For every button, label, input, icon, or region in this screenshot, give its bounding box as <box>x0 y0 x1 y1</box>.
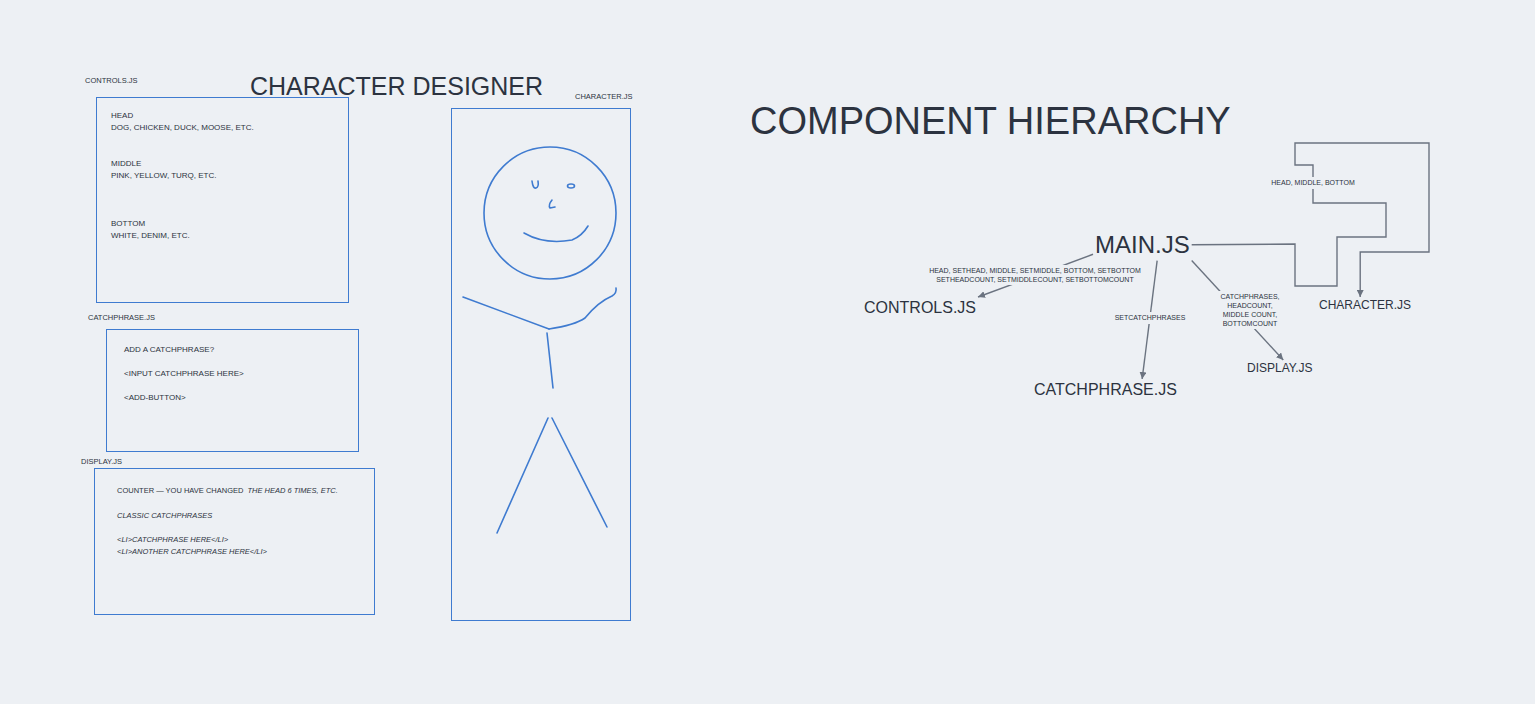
file-label: CHARACTER.JS <box>575 92 633 101</box>
panel-text: <LI>CATCHPHRASE HERE</LI> <box>117 535 228 544</box>
node-label: MAIN.JS <box>1095 231 1190 259</box>
figure-leg <box>552 418 607 527</box>
component-node: CATCHPHRASE.JS <box>1032 379 1179 401</box>
panel-text: DOG, CHICKEN, DUCK, MOOSE, ETC. <box>111 123 254 133</box>
figure-arm <box>549 288 616 329</box>
component-panel: CATCHPHRASE.JSADD A CATCHPHRASE?<INPUT C… <box>106 329 359 452</box>
figure-head <box>484 147 616 279</box>
figure-leg <box>497 418 548 533</box>
panel-text: WHITE, DENIM, ETC. <box>111 231 190 241</box>
panel-text: BOTTOM <box>111 219 145 229</box>
panel-text: CLASSIC CATCHPHRASES <box>117 511 212 520</box>
component-panel: CONTROLS.JSHEADDOG, CHICKEN, DUCK, MOOSE… <box>96 97 349 303</box>
file-label: CONTROLS.JS <box>85 76 138 85</box>
figure-smile <box>524 226 588 241</box>
panel-text: <INPUT CATCHPHRASE HERE> <box>124 369 244 379</box>
panel-text: <ADD-BUTTON> <box>124 393 186 403</box>
component-node: CHARACTER.JS <box>1317 297 1413 315</box>
panel-text: THE HEAD 6 TIMES, ETC. <box>247 486 337 495</box>
component-node: DISPLAY.JS <box>1245 360 1315 378</box>
component-node: MAIN.JS <box>1093 229 1192 261</box>
figure-nose <box>549 200 555 208</box>
panel-text: PINK, YELLOW, TURQ, ETC. <box>111 171 217 181</box>
node-label: CHARACTER.JS <box>1319 299 1411 313</box>
prop-arrow <box>1192 143 1429 297</box>
figure-body <box>547 333 553 388</box>
node-label: DISPLAY.JS <box>1247 362 1313 376</box>
edge-label: CATCHPHRASES, HEADCOUNT, MIDDLE COUNT, B… <box>1215 291 1285 329</box>
edge-label: HEAD, SETHEAD, MIDDLE, SETMIDDLE, BOTTOM… <box>919 265 1151 285</box>
component-panel: DISPLAY.JSCOUNTER — YOU HAVE CHANGEDTHE … <box>94 468 375 615</box>
figure-arm <box>463 297 549 329</box>
panel-text: COUNTER — YOU HAVE CHANGED <box>117 486 243 495</box>
node-label: CONTROLS.JS <box>864 299 976 317</box>
stick-figure <box>463 147 616 533</box>
edge-label: HEAD, MIDDLE, BOTTOM <box>1268 177 1358 188</box>
panel-text: HEAD <box>111 111 133 121</box>
file-label: DISPLAY.JS <box>81 457 122 466</box>
panel-text: <LI>ANOTHER CATCHPHRASE HERE</LI> <box>117 547 267 556</box>
panel-text: ADD A CATCHPHRASE? <box>124 345 214 355</box>
heading: COMPONENT HIERARCHY <box>750 99 1231 145</box>
component-node: CONTROLS.JS <box>862 297 978 319</box>
edge-label: SETCATCHPHRASES <box>1112 312 1189 323</box>
file-label: CATCHPHRASE.JS <box>88 313 155 322</box>
panel-text: MIDDLE <box>111 159 141 169</box>
node-label: CATCHPHRASE.JS <box>1034 381 1177 399</box>
figure-eye <box>532 181 538 188</box>
figure-eye <box>568 184 575 188</box>
character-panel: CHARACTER.JS <box>451 108 631 621</box>
